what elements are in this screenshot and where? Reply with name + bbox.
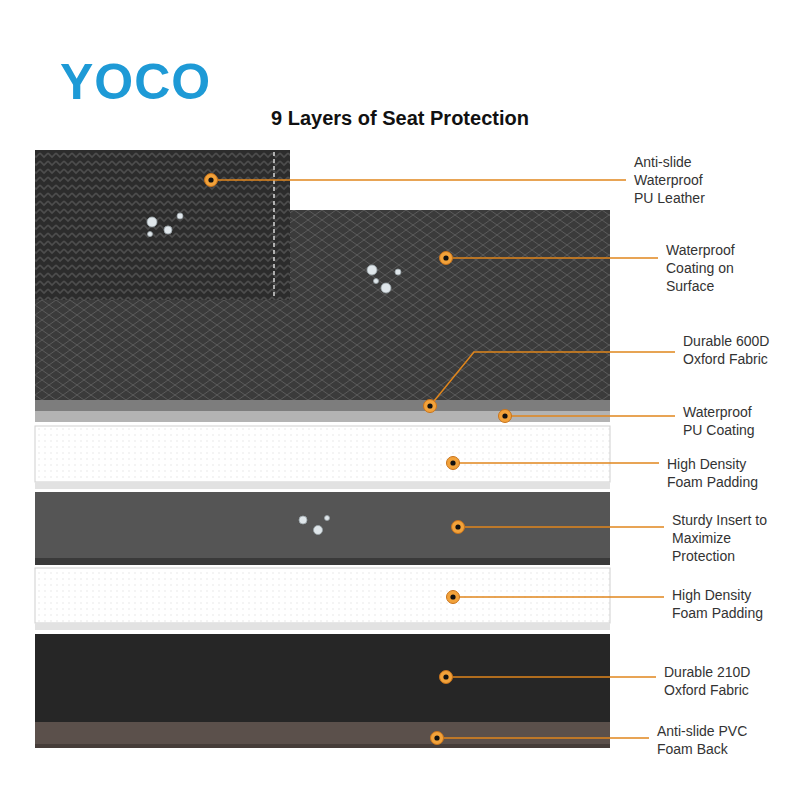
foam-layer bbox=[35, 426, 610, 482]
callout-label: Anti-slide Waterproof PU Leather bbox=[634, 153, 724, 207]
callout-label: Durable 600D Oxford Fabric bbox=[683, 332, 788, 368]
stitch-line bbox=[273, 152, 275, 298]
leader-lines bbox=[211, 180, 675, 738]
callout-label: Waterproof PU Coating bbox=[683, 403, 773, 439]
callout-label: Anti-slide PVC Foam Back bbox=[657, 722, 767, 758]
oxford-210d-layer bbox=[35, 634, 610, 722]
insert-layer bbox=[35, 492, 610, 558]
callout-dots bbox=[205, 174, 512, 745]
water-droplets bbox=[299, 516, 330, 535]
water-droplets bbox=[147, 213, 183, 237]
pvc-foam-edge bbox=[35, 744, 610, 748]
callout-label: Sturdy Insert to Maximize Protection bbox=[672, 511, 784, 565]
pvc-foam-back bbox=[35, 722, 610, 748]
foam-edge bbox=[35, 482, 610, 489]
foam-layer bbox=[35, 568, 610, 623]
pu-coating-strip bbox=[35, 400, 610, 411]
callout-label: Waterproof Coating on Surface bbox=[666, 241, 756, 295]
callout-label: Durable 210D Oxford Fabric bbox=[664, 663, 769, 699]
insert-edge bbox=[35, 558, 610, 565]
water-droplets bbox=[367, 265, 401, 293]
callout-dot-centers bbox=[208, 177, 507, 740]
callout-label: High Density Foam Padding bbox=[672, 586, 777, 622]
foam-edge bbox=[35, 623, 610, 630]
pu-leather-swatch bbox=[35, 150, 290, 300]
callout-label: High Density Foam Padding bbox=[667, 455, 772, 491]
brand-logo: YOCO bbox=[60, 54, 260, 110]
